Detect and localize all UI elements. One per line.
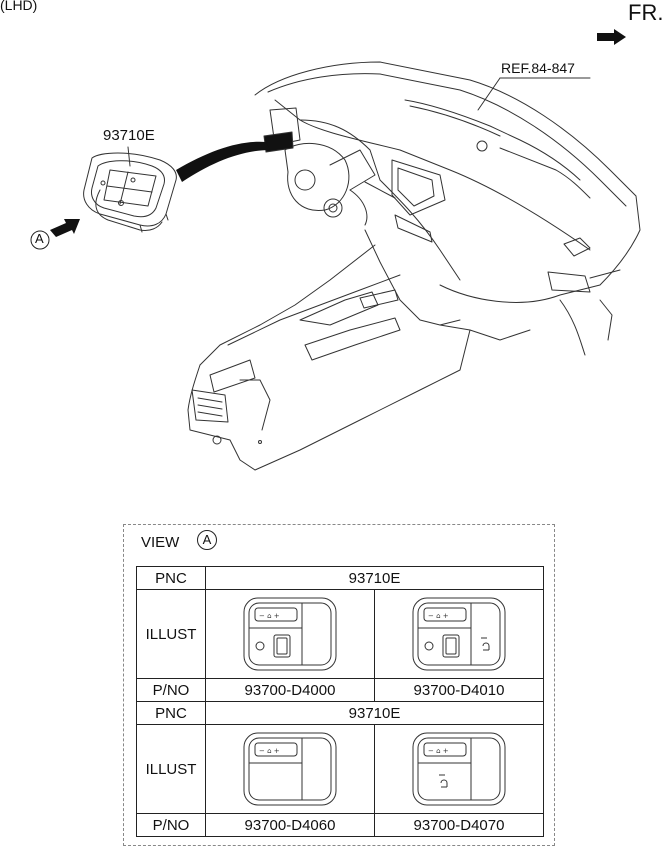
- part-callout-leader: [127, 146, 131, 167]
- reference-label: REF.84-847: [501, 60, 575, 76]
- dashboard-drawing: [30, 29, 641, 471]
- table-row: P/NO 93700-D4060 93700-D4070: [136, 813, 544, 837]
- table-row: ILLUST − ⌂ + − ⌂ +: [136, 589, 544, 679]
- switch-illustration: − ⌂ +: [205, 589, 375, 679]
- pnc-row-label: PNC: [136, 566, 206, 590]
- view-marker-circle: A: [197, 530, 217, 550]
- svg-text:− ⌂ +: − ⌂ +: [259, 747, 280, 755]
- part-number: 93700-D4060: [205, 813, 375, 837]
- illust-row-label: ILLUST: [136, 724, 206, 814]
- instrument-panel-outline: [254, 61, 641, 356]
- svg-text:− ⌂ +: − ⌂ +: [259, 612, 280, 620]
- reference-leader-line: [477, 77, 591, 111]
- center-console-outline: [187, 229, 531, 471]
- pnc-value: 93710E: [205, 701, 544, 725]
- switch-location-marker: [176, 131, 294, 182]
- view-a-panel: [123, 524, 555, 846]
- parts-table: PNC 93710E ILLUST − ⌂ +: [136, 566, 544, 837]
- pnc-value: 93710E: [205, 566, 544, 590]
- illust-row-label: ILLUST: [136, 589, 206, 679]
- svg-text:− ⌂ +: − ⌂ +: [428, 612, 449, 620]
- table-row: PNC 93710E: [136, 701, 544, 725]
- svg-text:− ⌂ +: − ⌂ +: [428, 747, 449, 755]
- front-label: FR.: [628, 0, 663, 25]
- part-number: 93700-D4070: [374, 813, 544, 837]
- table-row: ILLUST − ⌂ + − ⌂ +: [136, 724, 544, 814]
- switch-illustration: − ⌂ +: [205, 724, 375, 814]
- pno-row-label: P/NO: [136, 813, 206, 837]
- switch-illustration: − ⌂ +: [374, 724, 544, 814]
- steering-column-area: [269, 107, 376, 226]
- front-direction-arrow: [597, 29, 626, 45]
- view-a-arrow: [30, 219, 80, 250]
- switch-illustration: − ⌂ +: [374, 589, 544, 679]
- table-row: PNC 93710E: [136, 566, 544, 590]
- table-row: P/NO 93700-D4000 93700-D4010: [136, 678, 544, 702]
- part-number: 93700-D4010: [374, 678, 544, 702]
- view-marker-label: A: [35, 231, 44, 246]
- variant-label: (LHD): [0, 0, 38, 13]
- overhead-switch-part: [83, 152, 177, 233]
- part-number: 93700-D4000: [205, 678, 375, 702]
- part-callout: 93710E: [103, 127, 155, 144]
- pno-row-label: P/NO: [136, 678, 206, 702]
- pnc-row-label: PNC: [136, 701, 206, 725]
- view-label: VIEW: [141, 534, 180, 551]
